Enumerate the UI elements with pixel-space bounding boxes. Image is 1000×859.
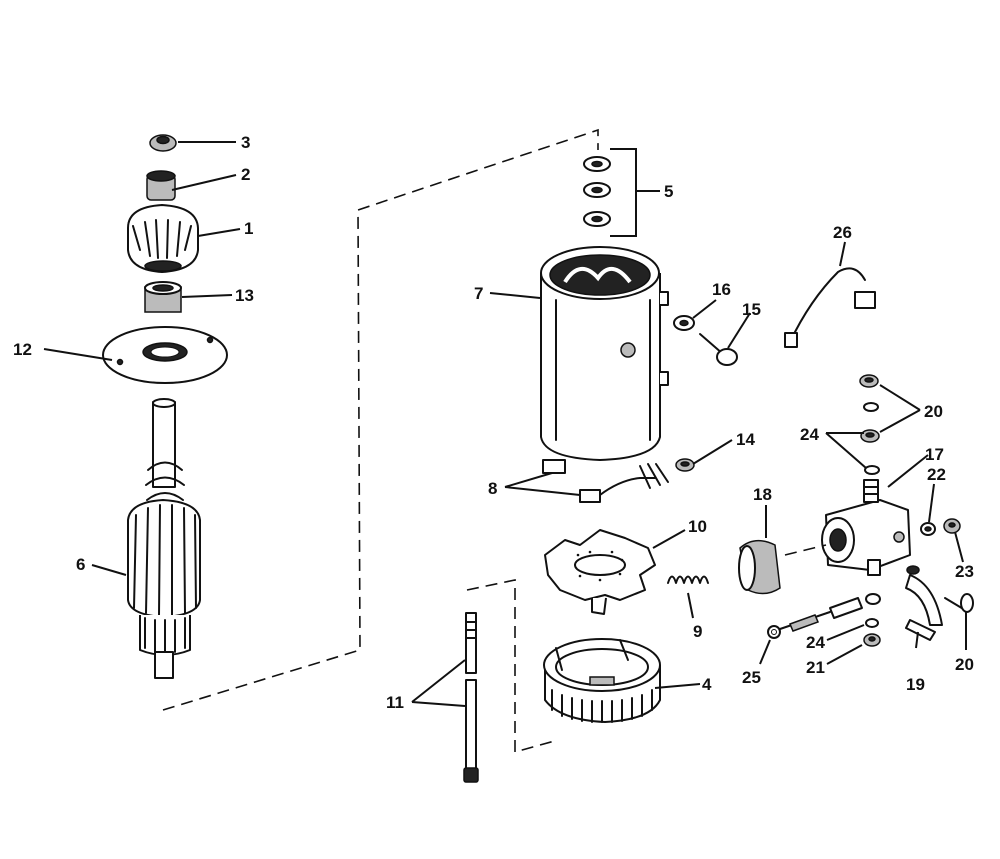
part-plate-12 bbox=[102, 326, 228, 384]
alignment-dash-solenoid bbox=[784, 544, 827, 556]
part-through-bolts-11 bbox=[463, 612, 479, 783]
alignment-dash-left bbox=[162, 128, 599, 711]
callout-2: 2 bbox=[241, 165, 250, 184]
part-hardware-stack-bottom bbox=[863, 593, 881, 647]
callout-16: 16 bbox=[712, 280, 731, 299]
part-armature-6 bbox=[127, 398, 201, 679]
part-end-cap-4 bbox=[543, 638, 661, 723]
callout-26: 26 bbox=[833, 223, 852, 242]
part-cable-25 bbox=[767, 597, 863, 639]
callout-6: 6 bbox=[76, 555, 85, 574]
callout-23: 23 bbox=[955, 562, 974, 581]
callout-labels: 3 2 1 13 12 6 5 7 8 14 16 15 10 9 4 11 2… bbox=[13, 133, 974, 712]
part-solenoid-17 bbox=[821, 479, 911, 576]
part-nut-3 bbox=[149, 134, 177, 152]
callout-25: 25 bbox=[742, 668, 761, 687]
callout-22: 22 bbox=[927, 465, 946, 484]
callout-5: 5 bbox=[664, 182, 673, 201]
part-boot-18 bbox=[738, 539, 781, 595]
callout-12: 12 bbox=[13, 340, 32, 359]
callout-4: 4 bbox=[702, 675, 712, 694]
part-bolt-15 bbox=[699, 333, 738, 366]
part-bushing-13 bbox=[144, 281, 182, 313]
part-lead-wire-26 bbox=[784, 267, 876, 348]
leader-lines bbox=[43, 141, 967, 707]
part-screw-20 bbox=[944, 593, 974, 613]
callout-17: 17 bbox=[925, 445, 944, 464]
callout-10: 10 bbox=[688, 517, 707, 536]
callout-21-bottom: 21 bbox=[806, 658, 825, 677]
part-bracket-19 bbox=[905, 565, 943, 641]
part-leads-8 bbox=[542, 459, 669, 503]
part-brush-plate-10 bbox=[544, 529, 656, 615]
part-spring-9 bbox=[667, 575, 709, 584]
callout-20: 20 bbox=[955, 655, 974, 674]
callout-8: 8 bbox=[488, 479, 497, 498]
callout-13: 13 bbox=[235, 286, 254, 305]
part-drive-assembly-1-2 bbox=[127, 170, 199, 273]
part-washers-5 bbox=[583, 148, 637, 237]
callout-15: 15 bbox=[742, 300, 761, 319]
callout-18: 18 bbox=[753, 485, 772, 504]
callout-9: 9 bbox=[693, 622, 702, 641]
callout-11: 11 bbox=[386, 693, 404, 712]
callout-3: 3 bbox=[241, 133, 250, 152]
part-nut-23 bbox=[943, 518, 961, 534]
part-frame-7 bbox=[540, 246, 669, 461]
part-nut-14 bbox=[675, 458, 695, 472]
callout-1: 1 bbox=[244, 219, 253, 238]
callout-14: 14 bbox=[736, 430, 755, 449]
callout-24-top: 24 bbox=[800, 425, 819, 444]
callout-24-bottom: 24 bbox=[806, 633, 825, 652]
callout-19: 19 bbox=[906, 675, 925, 694]
callout-7: 7 bbox=[474, 284, 483, 303]
callout-21-top: 20 bbox=[924, 402, 943, 421]
part-hardware-stack-top bbox=[859, 374, 880, 475]
alignment-dash-center bbox=[466, 579, 559, 754]
part-washer-22 bbox=[920, 522, 936, 536]
part-washer-16 bbox=[673, 315, 695, 331]
